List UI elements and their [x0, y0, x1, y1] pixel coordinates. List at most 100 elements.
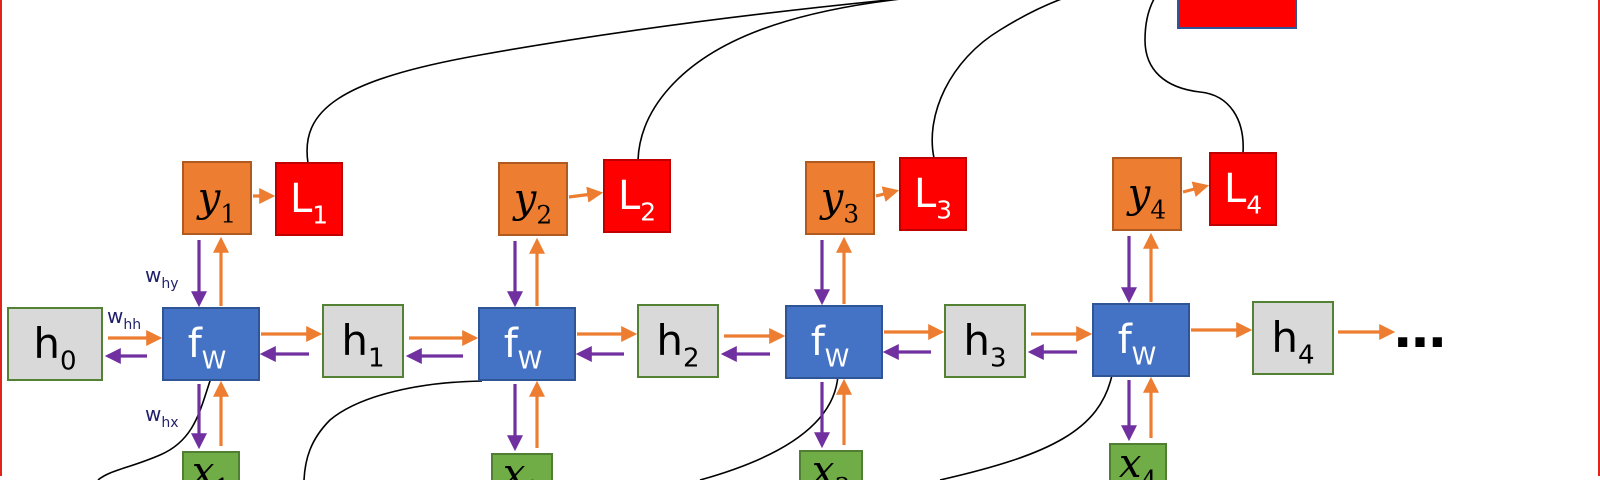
output-y4-rect	[1112, 157, 1182, 231]
loss-curves	[306, 0, 1244, 164]
hidden-state-h3-rect	[944, 304, 1026, 378]
cell-fw-3-label: fW	[811, 319, 850, 372]
cell-fw-4-subscript: W	[1132, 341, 1157, 370]
loss-L1-subscript: 1	[312, 200, 328, 229]
loss-L2-label: L2	[618, 173, 656, 226]
cell-fw-1-rect	[162, 307, 260, 381]
nodes: h0h1h2h3h4fWfWfWfWy1y2y3y4L1L2L3L4x1x2x3…	[7, 152, 1334, 480]
cell-fw-4-rect	[1092, 303, 1190, 377]
cell-fw-3-rect	[785, 305, 883, 379]
hidden-state-h1-label: h1	[341, 316, 384, 374]
input-x2-subscript: 2	[525, 475, 541, 480]
cell-fw-1-subscript: W	[202, 345, 227, 374]
arrows	[104, 181, 1396, 452]
loss-L1: L1	[275, 162, 343, 236]
input-x4-main: x	[1119, 441, 1142, 480]
input-x3-label: x3	[812, 448, 850, 480]
loss-L3: L3	[899, 157, 967, 231]
input-x1-main: x	[192, 449, 215, 480]
hidden-state-h3: h3	[944, 304, 1026, 378]
loss-L2: L2	[603, 159, 671, 233]
cell-fw-3: fW	[785, 305, 883, 379]
input-curve-3	[699, 374, 839, 480]
output-y3-main: y	[819, 175, 845, 221]
hidden-state-h0-subscript: 0	[60, 347, 77, 377]
cell-fw-4: fW	[1092, 303, 1190, 377]
input-x3: x3	[799, 448, 863, 480]
hidden-state-h1: h1	[322, 304, 404, 378]
weight-label-whx: whx	[145, 402, 179, 431]
hidden-state-h2-subscript: 2	[683, 344, 700, 374]
hidden-state-h4-label: h4	[1271, 313, 1314, 371]
loss-curve-4	[1144, 0, 1244, 154]
loss-L3-subscript: 3	[936, 195, 952, 224]
output-y4-subscript: 4	[1150, 195, 1166, 224]
input-x2-rect	[491, 453, 553, 480]
loss-curve-2	[637, 0, 899, 161]
input-x4-rect	[1109, 443, 1167, 480]
input-x2: x2	[491, 451, 553, 480]
loss-L3-main: L	[914, 171, 937, 217]
output-y1-subscript: 1	[220, 199, 236, 228]
input-x3-main: x	[812, 448, 835, 480]
arrow-y-to-loss-2	[568, 186, 604, 203]
weight-label-whh: whh	[107, 304, 141, 333]
output-y3-rect	[805, 161, 875, 235]
weight-label-why: why	[145, 263, 179, 292]
loss-curve-1	[306, 0, 897, 164]
hidden-state-h0-label: h0	[33, 319, 76, 377]
hidden-state-h2-main: h	[656, 316, 683, 365]
input-x3-rect	[799, 450, 863, 480]
loss-L2-subscript: 2	[640, 197, 656, 226]
input-x4-subscript: 4	[1141, 465, 1157, 480]
hidden-state-h4-rect	[1252, 301, 1334, 375]
ellipsis: …	[1394, 300, 1446, 360]
hidden-state-h1-rect	[322, 304, 404, 378]
hidden-state-h4-subscript: 4	[1298, 341, 1315, 371]
cell-fw-1-main: f	[188, 321, 203, 367]
output-y2: y2	[498, 162, 568, 236]
loss-L3-rect	[899, 157, 967, 231]
output-y3-subscript: 3	[843, 199, 859, 228]
hidden-state-h3-main: h	[963, 316, 990, 365]
loss-L1-label: L1	[290, 176, 328, 229]
input-x1-label: x1	[192, 449, 230, 480]
loss-L4-main: L	[1224, 166, 1247, 212]
hidden-state-h4-main: h	[1271, 313, 1298, 362]
cell-fw-2-rect	[478, 307, 576, 381]
hidden-state-h1-main: h	[341, 316, 368, 365]
loss-L4-label: L4	[1224, 166, 1262, 219]
output-y4-label: y4	[1126, 171, 1166, 224]
cell-fw-3-subscript: W	[825, 343, 850, 372]
hidden-state-h3-label: h3	[963, 316, 1006, 374]
output-y2-subscript: 2	[536, 200, 552, 229]
output-y4: y4	[1112, 157, 1182, 231]
hidden-state-h0: h0	[7, 307, 103, 381]
loss-L2-rect	[603, 159, 671, 233]
output-y2-main: y	[512, 176, 538, 222]
cell-fw-2: fW	[478, 307, 576, 381]
cell-fw-2-main: f	[504, 321, 519, 367]
loss-curve-3	[931, 0, 1061, 159]
input-curve-1	[97, 377, 212, 480]
input-x3-subscript: 3	[834, 472, 850, 480]
cell-fw-4-main: f	[1118, 317, 1133, 363]
arrow-y-to-loss-4	[1182, 181, 1210, 197]
hidden-state-h3-subscript: 3	[990, 344, 1007, 374]
loss-L2-main: L	[618, 173, 641, 219]
input-x4-label: x4	[1119, 441, 1157, 480]
cell-fw-3-main: f	[811, 319, 826, 365]
loss-L1-main: L	[290, 176, 313, 222]
input-x2-label: x2	[503, 451, 541, 480]
loss-L4: L4	[1209, 152, 1277, 226]
output-y1: y1	[182, 161, 252, 235]
input-x1: x1	[182, 449, 240, 480]
output-y2-rect	[498, 162, 568, 236]
input-x4: x4	[1109, 441, 1167, 480]
hidden-state-h0-main: h	[33, 319, 60, 368]
output-y1-label: y1	[196, 175, 236, 228]
total-loss-box	[1177, 0, 1297, 29]
hidden-state-h2-rect	[637, 304, 719, 378]
